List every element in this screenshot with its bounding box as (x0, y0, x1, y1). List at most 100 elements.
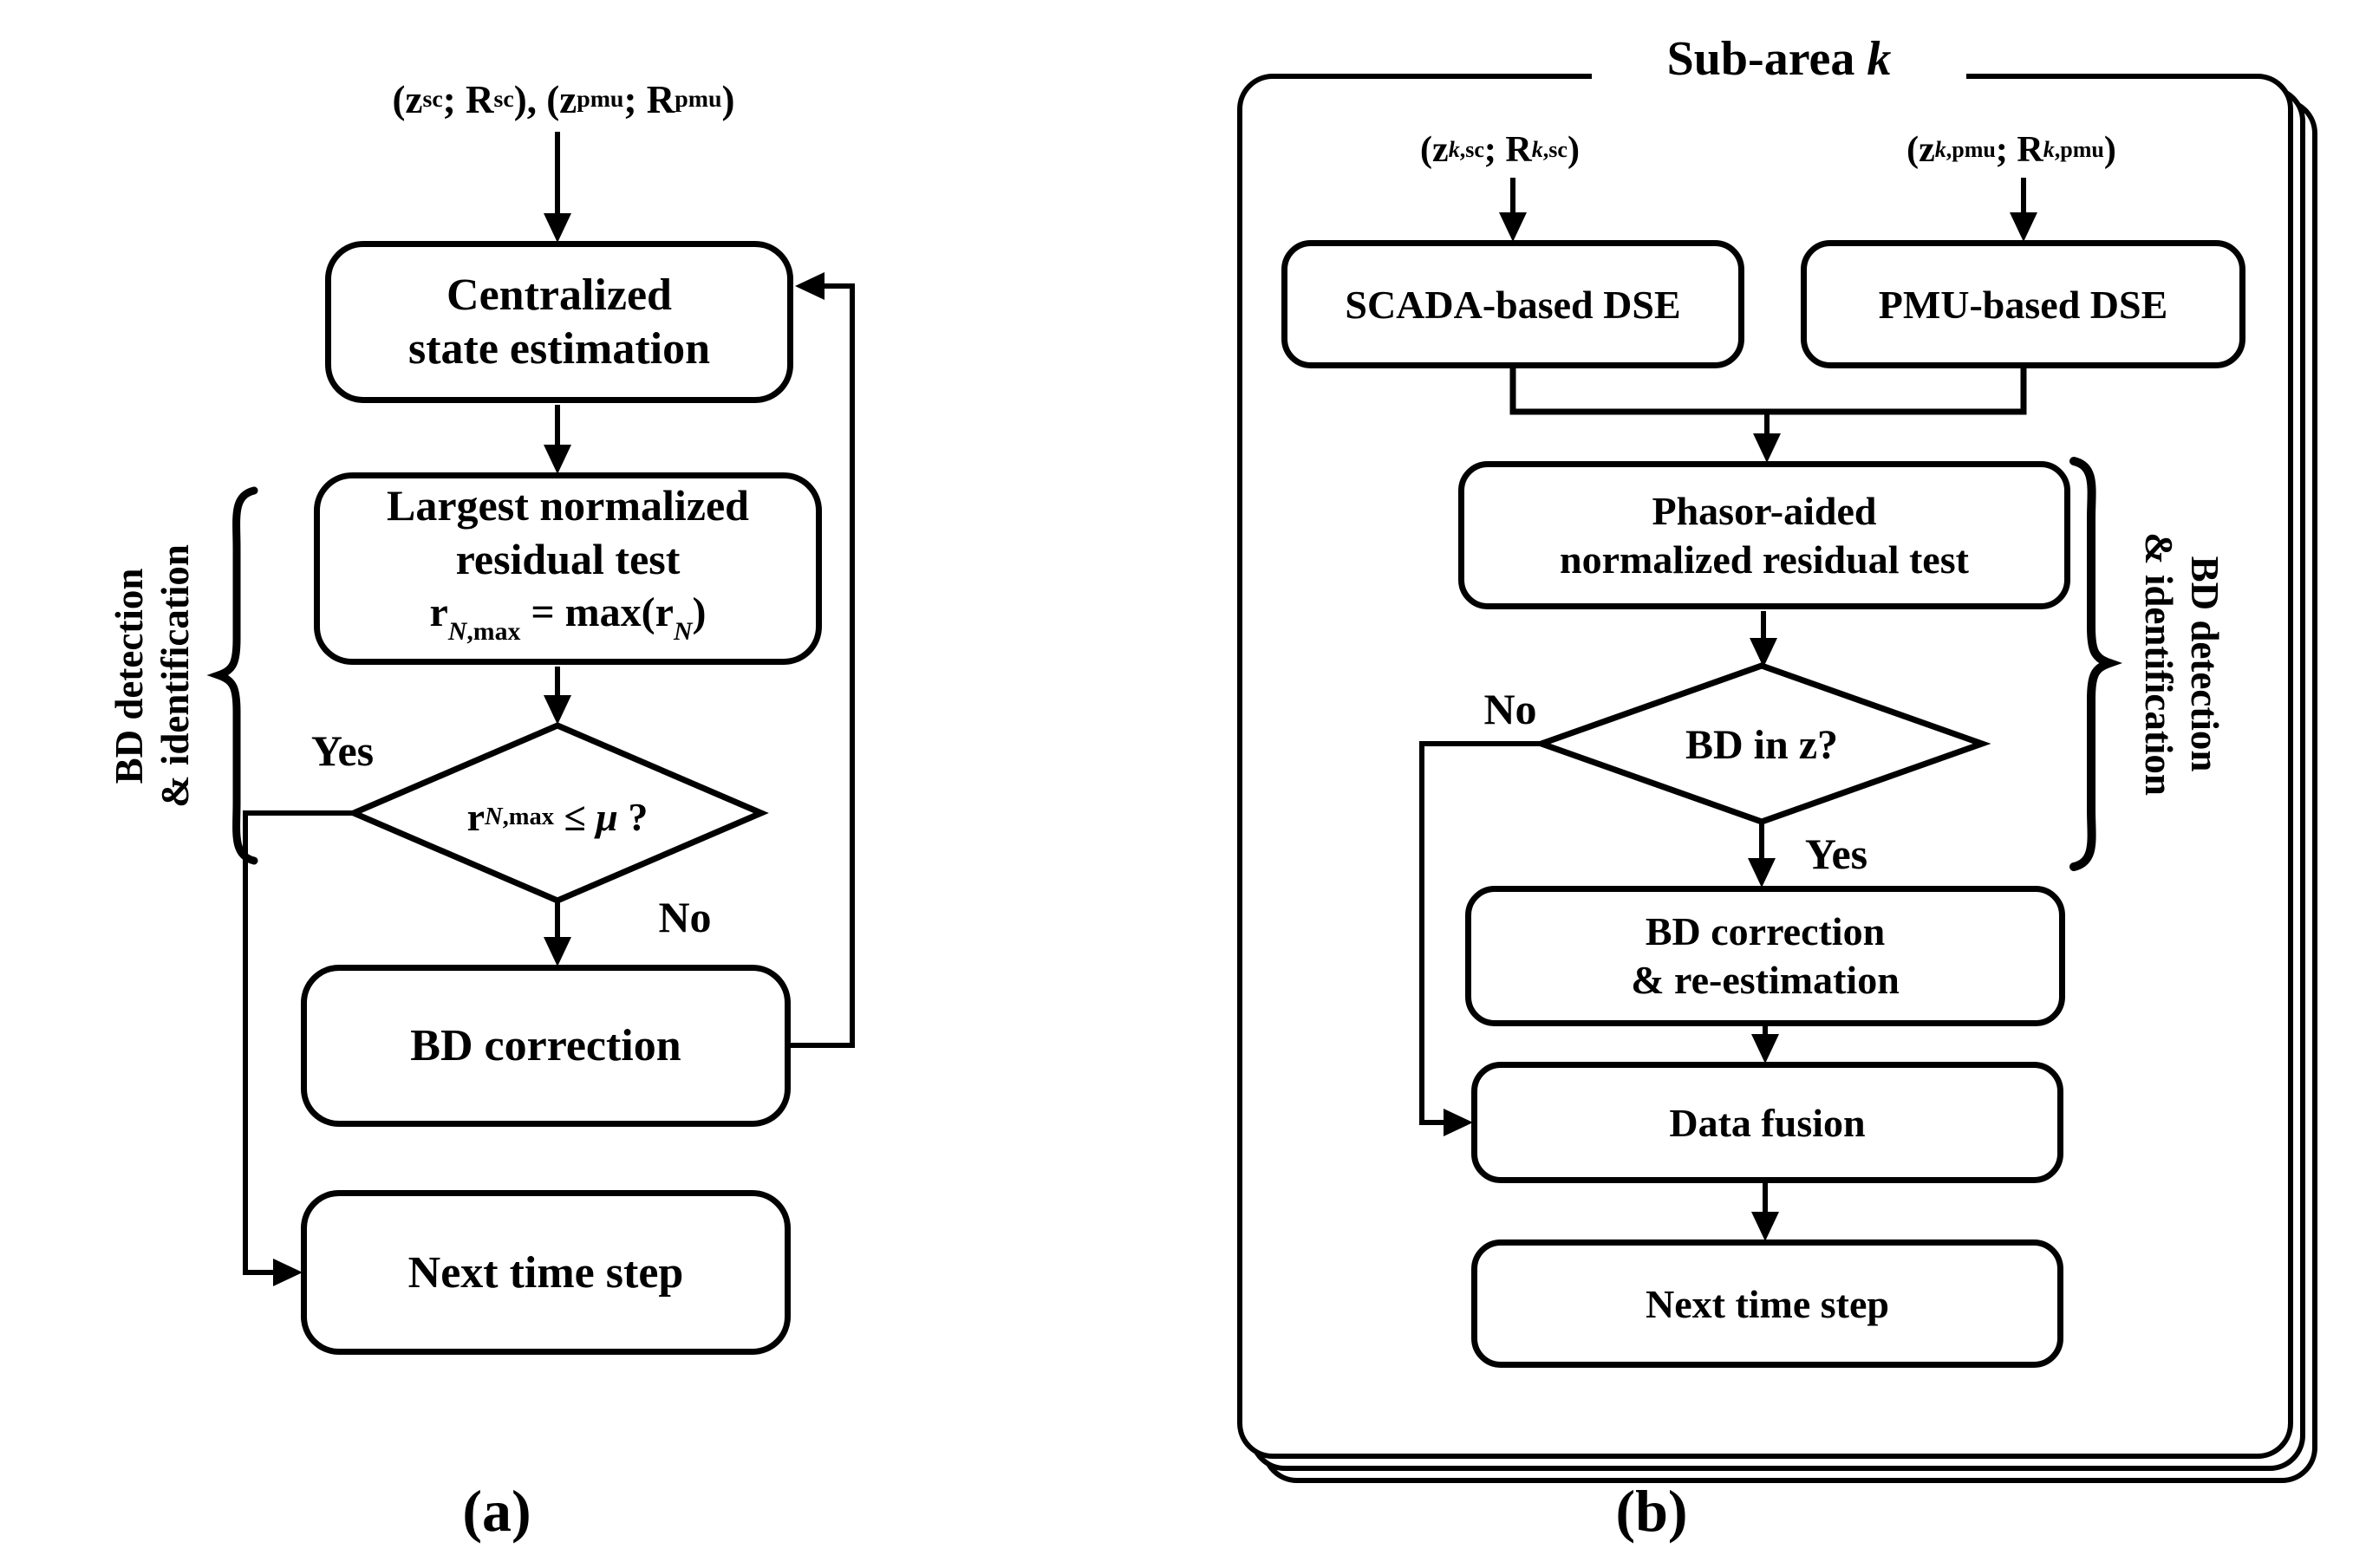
text-run: ; (1483, 129, 1506, 170)
text-run: R (1505, 129, 1532, 170)
a-yes-label: Yes (310, 726, 375, 775)
text-run: R (2017, 129, 2043, 170)
a-yes-branch-line (243, 810, 354, 1275)
b-arrow-input-pmu-head (2010, 212, 2037, 242)
b-no-branch-line (1419, 741, 1541, 1125)
text-run: ,pmu (2054, 137, 2104, 163)
a-side-label-bd-detection: BD detection & identification (104, 490, 201, 862)
text-run: ), ( (513, 78, 560, 121)
a-box-bd-correction-label: BD correction (410, 1021, 681, 1070)
text-run: ,sc (1459, 137, 1484, 163)
a-arrow-input-head (544, 213, 571, 243)
text-run: sc (493, 86, 514, 114)
text-run: ; (1995, 129, 2017, 170)
a-box-residual-line1: Largest normalized (387, 480, 749, 530)
text-run: z (559, 78, 577, 121)
b-no-label: No (1483, 685, 1537, 733)
text-run: k (1531, 137, 1543, 163)
b-box-pmu-dse: PMU-based DSE (1801, 240, 2245, 368)
text-run: ; (442, 78, 466, 121)
text-run: R (646, 78, 675, 121)
text-run: ( (1906, 129, 1919, 170)
text-run: ; (623, 78, 647, 121)
text-run: z (405, 78, 423, 121)
b-arrow-merge-head (1753, 433, 1781, 463)
a-feedback-head (795, 272, 825, 300)
text-run: R (465, 78, 494, 121)
b-box-next-time-step: Next time step (1471, 1239, 2063, 1368)
b-box-phasor-line1: Phasor-aided (1652, 488, 1877, 533)
text-run: Sub-area (1666, 32, 1867, 87)
b-box-next-time-step-label: Next time step (1645, 1281, 1889, 1326)
a-box-bd-correction: BD correction (301, 965, 791, 1127)
text-run: μ (596, 795, 618, 840)
text-run: k (1934, 137, 1946, 163)
a-box-largest-normalized-residual-test: Largest normalized residual test rN,max … (314, 472, 822, 665)
b-box-scada-dse-label: SCADA-based DSE (1345, 282, 1681, 327)
b-no-branch-head (1444, 1109, 1473, 1136)
a-box-centralized-line2: state estimation (407, 323, 711, 374)
text-run: k (1448, 137, 1460, 163)
b-arrow-bd-to-fusion-head (1751, 1034, 1779, 1064)
caption-b: (b) (1615, 1478, 1688, 1545)
b-box-phasor-aided-test: Phasor-aided normalized residual test (1458, 461, 2070, 609)
text-run: N (447, 617, 467, 647)
b-box-pmu-dse-label: PMU-based DSE (1878, 282, 2168, 327)
text-run: z (1432, 129, 1449, 170)
text-run: sc (422, 86, 443, 114)
b-arrow-fusion-to-next-head (1751, 1212, 1779, 1241)
b-subarea-title: Sub-area k (1592, 29, 1966, 90)
text-run: N (485, 803, 503, 830)
text-run: N (673, 617, 693, 647)
a-side-label-line1: BD detection (107, 568, 151, 784)
b-box-bd-line1: BD correction (1645, 909, 1886, 953)
a-arrow-cse-to-test-head (544, 445, 571, 474)
text-run: z (1919, 129, 1935, 170)
b-side-label-line1: BD detection (2183, 556, 2227, 772)
b-arrow-input-sc-head (1499, 212, 1527, 242)
text-run: ) (1567, 129, 1580, 170)
text-run: ) (2103, 129, 2116, 170)
a-arrow-no-head (544, 937, 571, 966)
text-run: ) (721, 78, 735, 121)
text-run: ,pmu (1946, 137, 1996, 163)
b-arrow-phasor-to-decision-head (1750, 638, 1777, 667)
text-run: ≤ (554, 795, 596, 840)
b-box-data-fusion-label: Data fusion (1669, 1100, 1866, 1145)
text-run: ,max (466, 617, 521, 647)
text-run: ( (1420, 129, 1433, 170)
text-run: r (429, 589, 448, 635)
a-no-label: No (658, 893, 712, 941)
a-box-centralized-state-estimation: Centralized state estimation (325, 241, 793, 403)
a-box-centralized-line1: Centralized (446, 270, 672, 320)
text-run: ( (392, 78, 406, 121)
text-run: r (466, 795, 486, 840)
text-run: pmu (675, 86, 722, 114)
b-yes-label: Yes (1804, 830, 1868, 878)
b-box-phasor-line2: normalized residual test (1560, 537, 1969, 582)
a-feedback-line (791, 283, 855, 1048)
caption-a: (a) (462, 1478, 531, 1545)
b-decision-label: BD in z? (1685, 722, 1838, 769)
text-run: ,max (502, 803, 555, 830)
b-box-bd-correction-reestimation: BD correction & re-estimation (1465, 886, 2065, 1026)
b-side-label-bd-detection: BD detection & identification (2133, 478, 2230, 850)
a-box-next-time-step-label: Next time step (407, 1247, 684, 1298)
b-side-label-line2: & identification (2137, 532, 2180, 796)
text-run: k (1867, 32, 1892, 87)
b-box-scada-dse: SCADA-based DSE (1281, 240, 1744, 368)
text-run: ? (617, 795, 649, 840)
a-box-residual-line2: residual test (455, 534, 681, 583)
b-box-bd-line2: & re-estimation (1631, 958, 1900, 1002)
b-arrow-yes-head (1748, 858, 1776, 888)
text-run: r (655, 589, 674, 635)
a-box-residual-formula: rN,max = max(rN) (430, 586, 707, 659)
b-box-data-fusion: Data fusion (1471, 1062, 2063, 1183)
text-run: k (2043, 137, 2055, 163)
a-yes-branch-head (273, 1259, 303, 1286)
